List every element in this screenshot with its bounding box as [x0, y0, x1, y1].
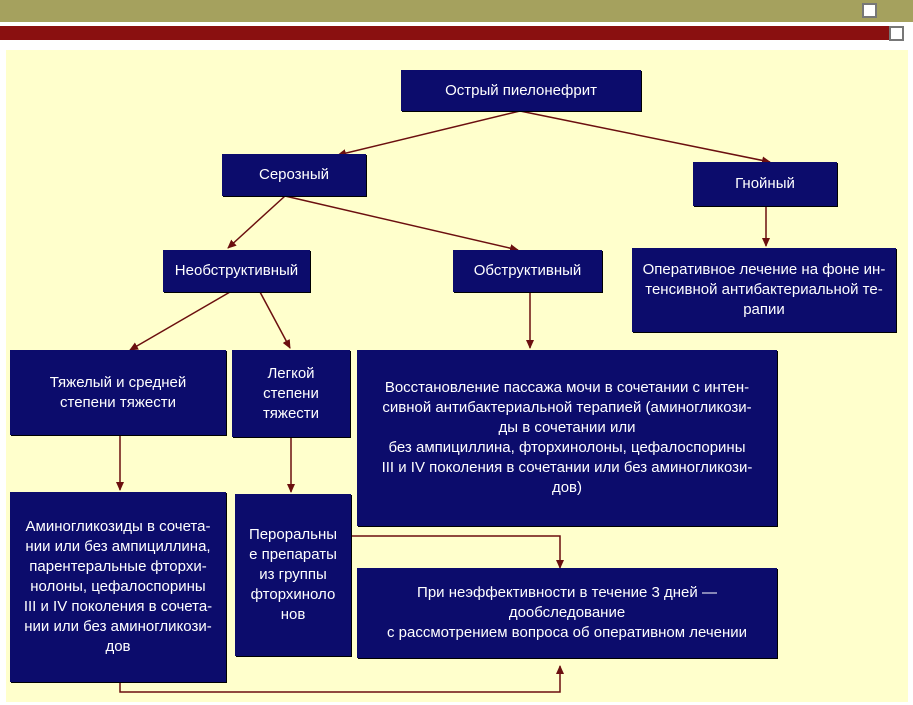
node-nonobstructive: Необструктивный [163, 250, 310, 292]
node-root: Острый пиелонефрит [401, 70, 641, 111]
edge-oral-ineffective [350, 535, 564, 569]
node-obstructive: Обструктивный [453, 250, 602, 292]
header-separator [0, 22, 913, 26]
node-oral: Пероральны е препараты из группы фторхин… [235, 494, 351, 656]
edge-serous-nonobstructive [227, 195, 286, 249]
header-accent-bar [0, 26, 890, 40]
edge-root-purulent [519, 110, 771, 165]
edge-serous-obstructive [284, 195, 519, 253]
header-bar [0, 0, 913, 22]
edge-nonobstructive-severe [129, 291, 231, 351]
node-purulent: Гнойный [693, 162, 837, 206]
edge-aminoglyc-ineffective [119, 665, 564, 693]
checkbox-square-icon [889, 26, 904, 41]
node-restore: Восстановление пассажа мочи в сочетании … [357, 350, 777, 526]
node-serous: Серозный [222, 154, 366, 196]
checkbox-square-icon [862, 3, 877, 18]
node-surgical: Оперативное лечение на фоне ин- тенсивно… [632, 248, 896, 332]
node-severe: Тяжелый и средней степени тяжести [10, 350, 226, 435]
edge-root-serous [337, 110, 521, 158]
node-ineffective: При неэффективности в течение 3 дней — д… [357, 568, 777, 658]
edge-nonobstructive-mild [259, 291, 291, 349]
node-aminoglyc: Аминогликозиды в сочета- нии или без амп… [10, 492, 226, 682]
node-mild: Легкой степени тяжести [232, 350, 350, 437]
